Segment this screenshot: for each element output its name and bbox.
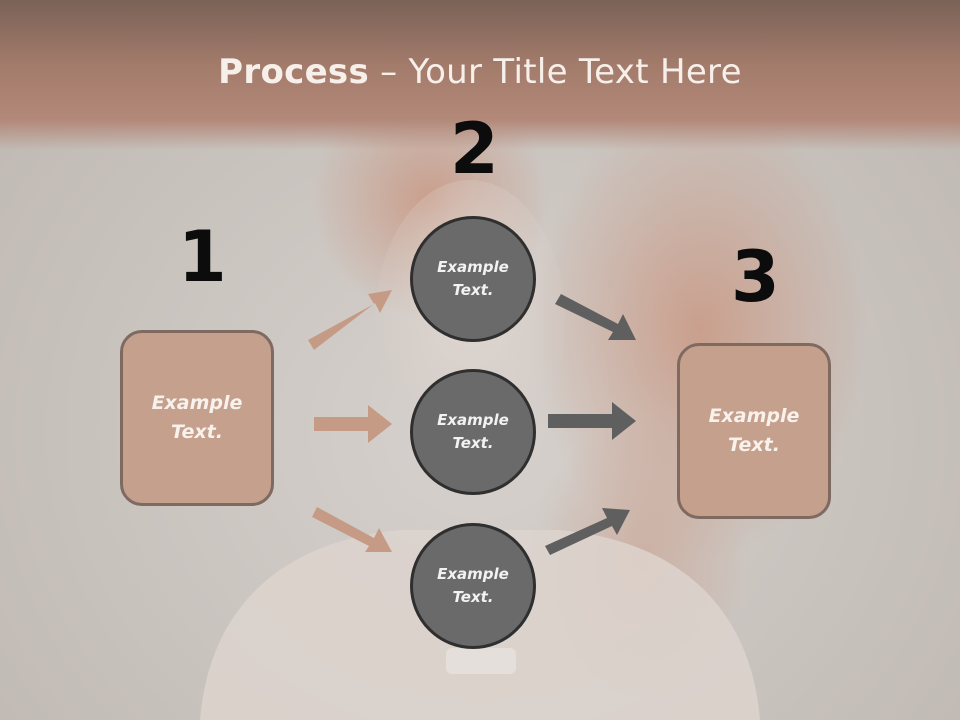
arrow-right-down xyxy=(555,294,636,340)
title-rest: – Your Title Text Here xyxy=(369,52,742,92)
arrow-right-mid xyxy=(548,402,636,440)
arrow-right-up xyxy=(545,508,630,555)
circle-2-label: Example Text. xyxy=(437,411,509,452)
step-number-1: 1 xyxy=(178,216,227,298)
title-strong: Process xyxy=(218,52,370,92)
step-box-right: Example Text. xyxy=(677,343,831,519)
step-circle-3: Example Text. xyxy=(410,523,536,649)
step-number-3: 3 xyxy=(731,236,780,318)
box-right-label: Example Text. xyxy=(708,405,800,456)
title-bar xyxy=(0,0,960,150)
arrow-left-down xyxy=(312,507,392,552)
arrow-left-mid xyxy=(314,405,392,443)
box-left-label: Example Text. xyxy=(151,392,243,443)
arrow-left-up xyxy=(308,290,392,350)
slide-title: Process – Your Title Text Here xyxy=(0,52,960,92)
circle-3-label: Example Text. xyxy=(437,565,509,606)
circle-1-label: Example Text. xyxy=(437,258,509,299)
step-box-left: Example Text. xyxy=(120,330,274,506)
step-number-2: 2 xyxy=(450,108,499,190)
step-circle-1: Example Text. xyxy=(410,216,536,342)
step-circle-2: Example Text. xyxy=(410,369,536,495)
